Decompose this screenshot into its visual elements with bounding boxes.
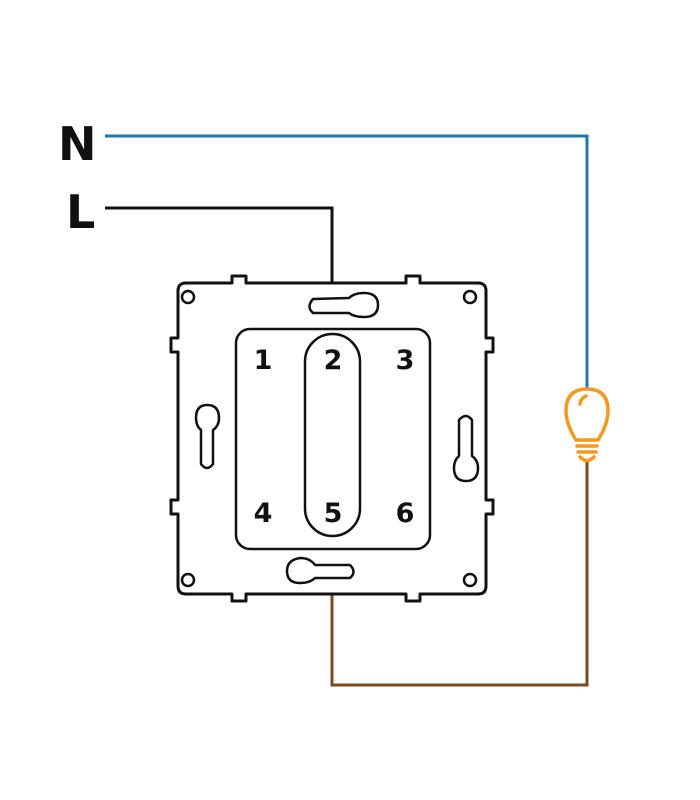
terminal-label-3: 3 [396,345,415,376]
neutral-wire [105,134,589,388]
frame-screw-hole [462,572,478,588]
live-line-label: L [66,185,95,239]
terminal-label-5: 5 [324,498,343,529]
terminal-label-2: 2 [324,345,343,376]
frame-screw-hole [462,289,478,305]
frame-screw-hole [180,572,196,588]
terminal-label-6: 6 [396,498,415,529]
frame-screw-hole [180,289,196,305]
switch-rocker [303,332,362,538]
light-bulb-icon [564,387,610,463]
mounting-slot-right [452,414,480,483]
switched-wire [330,462,589,687]
mounting-slot-left [194,403,221,470]
mounting-slot-bottom [285,556,355,585]
neutral-line-label: N [58,117,97,171]
mounting-slot-top [308,291,380,319]
switch-mounting-frame [169,274,495,603]
terminal-label-1: 1 [254,345,273,376]
terminal-label-4: 4 [254,498,273,529]
